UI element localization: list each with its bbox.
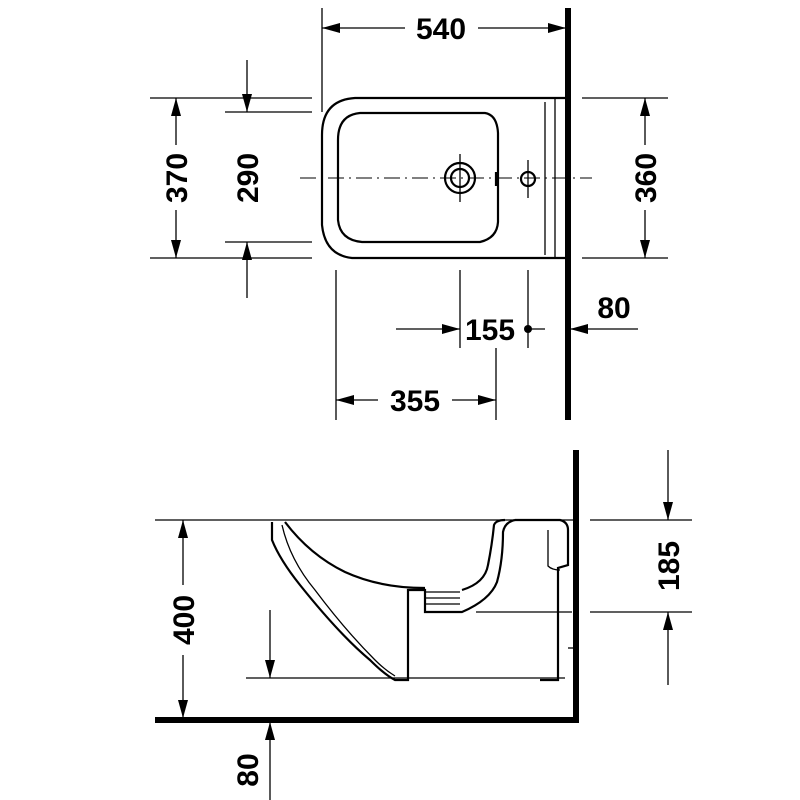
dim-155-arrow (442, 324, 460, 334)
dim-290-arrow-top (242, 94, 252, 112)
side-back-detail (547, 530, 561, 571)
side-bidet-body (270, 518, 516, 682)
dim-370-arrow-top (171, 98, 181, 116)
dim-355-arrow-left (336, 395, 354, 405)
dim-370-label: 370 (161, 153, 194, 203)
side-back-block (515, 518, 570, 682)
dim-540-label: 540 (416, 13, 466, 46)
dim-80-bottom-arrow-bottom (265, 722, 275, 740)
side-bowl-curve (284, 521, 426, 590)
side-front-inner (281, 524, 396, 677)
dim-540-arrow-left (322, 23, 340, 33)
dim-80-top-label: 80 (597, 292, 630, 325)
top-view: 540 370 290 360 80 1 (150, 8, 668, 420)
dim-185-arrow-bottom (663, 612, 673, 630)
dim-400-arrow-bottom (178, 700, 188, 718)
dim-80-bottom-arrow-top (265, 660, 275, 678)
dim-155-label: 155 (465, 314, 515, 347)
dim-290-arrow-bottom (242, 242, 252, 260)
dim-185-arrow-top (663, 502, 673, 520)
dim-540-arrow-right (548, 23, 566, 33)
dim-370-arrow-bottom (171, 240, 181, 258)
dim-290-label: 290 (232, 153, 265, 203)
dim-80-top-arrow (570, 324, 588, 334)
dim-355-arrow-right (478, 395, 496, 405)
dim-360-arrow-bottom (640, 240, 650, 258)
dim-360-label: 360 (630, 153, 663, 203)
top-bowl-inner (336, 111, 500, 244)
top-bidet-outline (320, 96, 565, 260)
dim-400-label: 400 (168, 595, 201, 645)
dim-355-label: 355 (390, 385, 440, 418)
dim-80-bottom-label: 80 (232, 753, 265, 786)
side-bowl-inner-right (461, 518, 506, 592)
side-view: 400 185 80 (155, 450, 692, 800)
dim-360-arrow-top (640, 98, 650, 116)
dim-185-label: 185 (653, 541, 686, 591)
dim-400-arrow-top (178, 520, 188, 538)
